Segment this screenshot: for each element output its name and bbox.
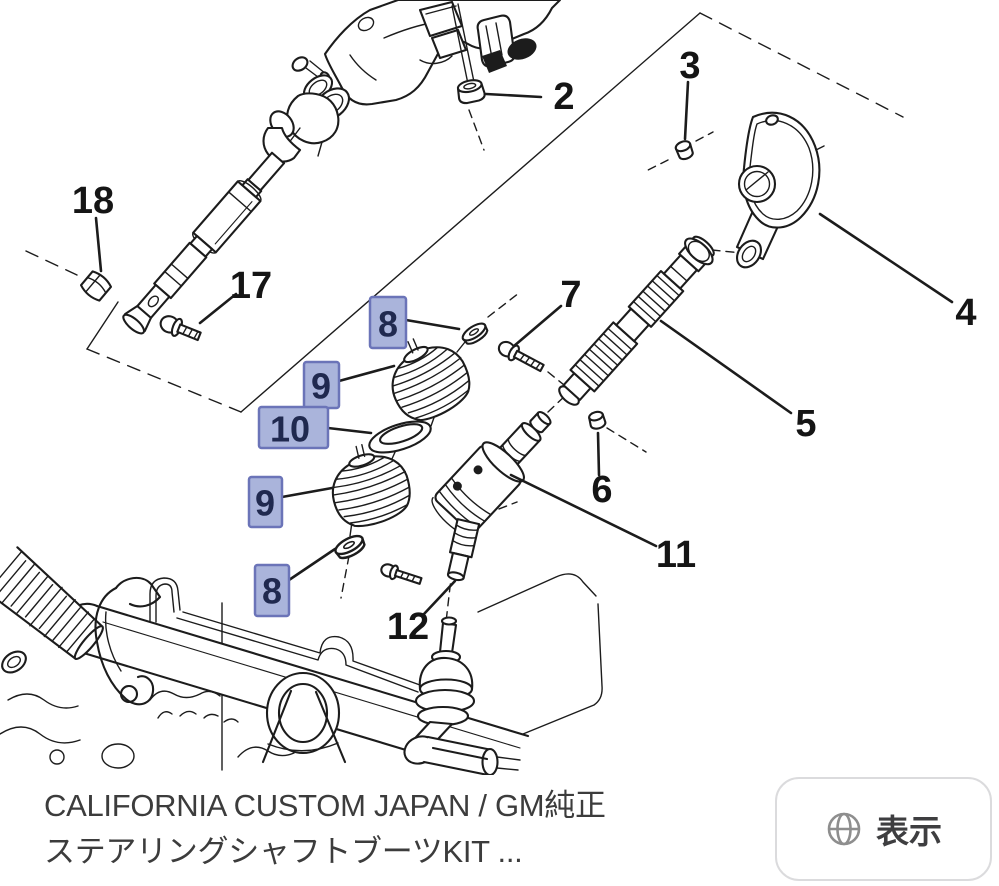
bolt-7: [497, 340, 545, 373]
leader-line: [422, 579, 457, 616]
upper-u-joint: [262, 56, 351, 163]
callout-17: 17: [198, 265, 272, 325]
globe-icon: [827, 812, 861, 846]
caption-line1: CALIFORNIA CUSTOM JAPAN / GM純正: [44, 788, 606, 823]
part-number-label: 10: [270, 409, 310, 450]
highlight-box: [247, 475, 284, 529]
coupling-11: [431, 410, 552, 582]
callout-6: 6: [591, 431, 613, 511]
leader-line: [404, 318, 461, 331]
part-number-label: 9: [311, 366, 331, 407]
leader-line: [94, 216, 103, 273]
leader-line: [683, 80, 690, 141]
part-number-label: 2: [553, 76, 574, 118]
leader-line: [512, 304, 563, 348]
view-button[interactable]: 表示: [775, 777, 992, 881]
highlighted-callout-10: 10: [257, 405, 373, 450]
leader-line: [818, 212, 954, 304]
nut-3: [674, 140, 694, 161]
callout-3: 3: [679, 45, 701, 141]
bolt-12: [380, 563, 423, 585]
highlight-box: [257, 405, 330, 450]
part-number-label: 18: [72, 180, 114, 222]
steering-rack-assembly: [0, 546, 603, 775]
leader-line: [509, 473, 658, 548]
column-seal-4: [735, 111, 825, 269]
highlight-box: [368, 295, 408, 350]
part-number-label: 12: [387, 606, 429, 648]
highlighted-callout-8: 8: [368, 295, 461, 350]
bolt-17: [159, 315, 202, 342]
callout-12: 12: [387, 579, 457, 648]
column-bolt: [451, 3, 475, 85]
part-number-label: 5: [795, 403, 816, 445]
rack-inner-end: [403, 735, 521, 775]
rack-bushing: [261, 671, 347, 764]
part-number-label: 9: [255, 483, 275, 524]
ring-10: [368, 420, 432, 454]
leader-line: [484, 92, 543, 99]
leader-line: [337, 364, 396, 383]
nut-6: [588, 410, 607, 430]
upper-steering-shaft: [122, 151, 286, 335]
caption-line2: ステアリングシャフトブーツKIT ...: [44, 834, 523, 869]
boot-kit-parts: [318, 319, 492, 563]
callout-4: 4: [818, 212, 977, 334]
clamp-18: [79, 270, 113, 302]
callout-7: 7: [512, 274, 582, 348]
leader-line: [198, 292, 238, 325]
callout-11: 11: [509, 473, 696, 576]
rack-mount-bracket: [94, 576, 162, 706]
leader-line: [659, 319, 793, 415]
callout-2: 2: [484, 76, 575, 118]
leader-line: [596, 431, 601, 477]
part-number-label: 3: [679, 45, 700, 87]
steering-column-assembly: [79, 0, 562, 342]
rubber-grommet: [507, 38, 537, 60]
part-number-label: 8: [378, 304, 398, 345]
leader-line: [287, 547, 337, 582]
caption-link[interactable]: CALIFORNIA CUSTOM JAPAN / GM純正 ステアリングシャフ…: [44, 783, 744, 875]
part-number-label: 17: [230, 265, 272, 307]
highlighted-callout-9: 9: [302, 360, 396, 410]
column-brackets: [418, 0, 537, 73]
part-number-label: 6: [591, 469, 612, 511]
tie-rod-end: [405, 616, 476, 754]
highlighted-callout-9: 9: [247, 475, 334, 529]
leader-line: [280, 486, 334, 499]
part-number-label: 11: [656, 534, 696, 576]
highlighted-callout-8: 8: [253, 547, 337, 618]
intermediate-shaft-5: [558, 235, 715, 406]
view-button-label: 表示: [876, 813, 942, 850]
leader-line: [326, 426, 373, 435]
nut-2: [456, 79, 486, 105]
seal-washer-8-lower: [331, 531, 369, 563]
part-number-label: 4: [955, 292, 976, 334]
part-number-label: 8: [262, 571, 282, 612]
callout-5: 5: [659, 319, 817, 445]
callout-18: 18: [72, 180, 114, 273]
part-number-label: 7: [560, 274, 581, 316]
rubber-block: [482, 50, 507, 73]
hydraulic-line: [149, 577, 421, 693]
highlight-box: [253, 563, 291, 618]
left-edge-clamp: [1, 650, 27, 674]
